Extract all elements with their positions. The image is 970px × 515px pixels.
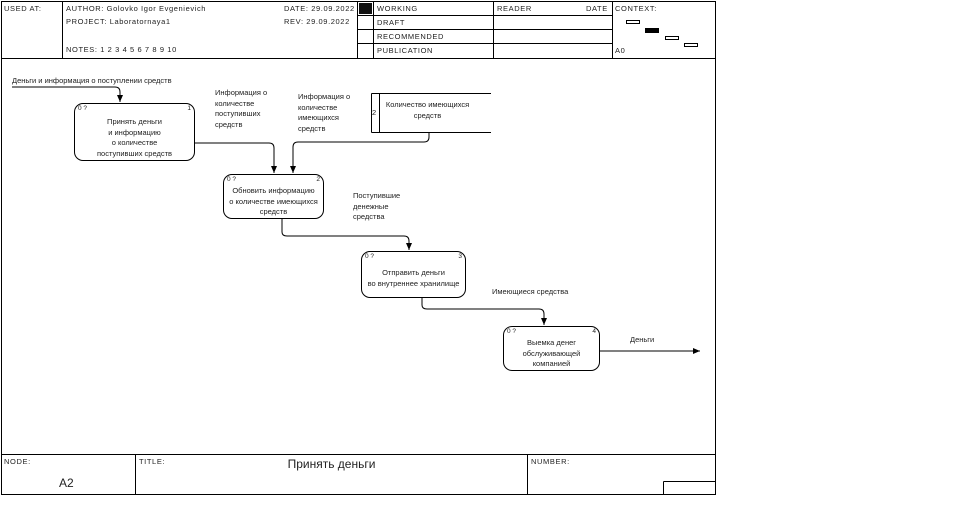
activity-number: 3 xyxy=(458,253,462,260)
activity-label-line: Принять деньги xyxy=(107,117,162,126)
activity-label-line: о количестве имеющихся xyxy=(229,196,318,206)
author-field: AUTHOR: Golovko Igor Evgenievich xyxy=(66,4,207,13)
reader-label: READER xyxy=(497,4,532,13)
arrow-label-available-funds: Имеющиеся средства xyxy=(492,287,569,296)
number-label: NUMBER: xyxy=(531,457,570,466)
arrow-info-available xyxy=(290,133,430,173)
activity-number: 4 xyxy=(592,328,596,335)
rev-field: REV: 29.09.2022 xyxy=(284,17,350,26)
activity-label-line: средств xyxy=(259,207,288,216)
activity-label-line: Отправить деньги xyxy=(382,268,445,277)
arrow-available-funds xyxy=(421,297,547,325)
status-draft[interactable]: DRAFT xyxy=(377,18,405,27)
datastore-shape xyxy=(371,93,491,133)
activity-box-2[interactable]: 0 ? 2 Обновить информацию о количестве и… xyxy=(223,174,324,219)
activity-label-line: компанией xyxy=(532,359,571,368)
activity-label-line: и информацию xyxy=(108,127,161,137)
used-at-label: USED AT: xyxy=(4,4,42,13)
arrow-label-info-received: Информация о количестве поступивших сред… xyxy=(215,88,268,129)
activity-cost: 0 ? xyxy=(227,176,237,183)
activity-number: 1 xyxy=(187,105,191,112)
activity-cost: 0 ? xyxy=(507,328,517,335)
activity-label-line: Выемка денег xyxy=(526,338,577,347)
activity-box-1[interactable]: 0 ? 1 Принять деньги и информацию о коли… xyxy=(74,103,195,161)
datastore-label[interactable]: Количество имеющихся средств xyxy=(385,100,470,120)
activity-label-line: поступивших средств xyxy=(97,148,172,158)
activity-label-line: обслуживающей xyxy=(522,348,581,358)
activity-cost: 0 ? xyxy=(78,105,88,112)
datastore-number: 2 xyxy=(372,108,377,117)
context-label: CONTEXT: xyxy=(615,4,657,13)
node-value: A2 xyxy=(59,476,74,490)
diagram-title: Принять деньги xyxy=(287,457,376,471)
activity-box-4[interactable]: 0 ? 4 Выемка денег обслуживающей компани… xyxy=(503,326,600,371)
arrow-label-info-available: Информация о количестве имеющихся средст… xyxy=(298,92,351,133)
context-map xyxy=(626,20,698,47)
title-label: TITLE: xyxy=(139,457,166,466)
activity-label-line: о количестве xyxy=(111,138,158,147)
activity-box-3[interactable]: 0 ? 3 Отправить деньги во внутреннее хра… xyxy=(361,251,466,298)
activity-label-line: во внутреннее хранилище xyxy=(367,278,460,288)
arrow-label-incoming-money: Поступившие денежные средства xyxy=(353,191,401,221)
arrow-info-received xyxy=(194,142,277,173)
activity-label-line: Обновить информацию xyxy=(232,186,315,195)
reader-date-label: DATE xyxy=(586,4,608,13)
activity-cost: 0 ? xyxy=(365,253,375,260)
status-working[interactable]: WORKING xyxy=(377,4,418,13)
arrow-input xyxy=(12,86,123,102)
status-selected-marker xyxy=(359,3,372,14)
arrow-label-output: Деньги xyxy=(630,335,655,344)
project-field: PROJECT: Laboratornaya1 xyxy=(66,17,171,26)
context-node: A0 xyxy=(615,46,626,55)
node-label: NODE: xyxy=(4,457,31,466)
arrow-label-input: Деньги и информация о поступлении средст… xyxy=(12,76,172,85)
date-field: DATE: 29.09.2022 xyxy=(284,4,355,13)
status-recommended[interactable]: RECOMMENDED xyxy=(377,32,445,41)
notes-field: NOTES: 1 2 3 4 5 6 7 8 9 10 xyxy=(66,45,177,54)
status-publication[interactable]: PUBLICATION xyxy=(377,46,434,55)
arrow-incoming-money xyxy=(281,218,412,250)
activity-number: 2 xyxy=(316,176,320,183)
